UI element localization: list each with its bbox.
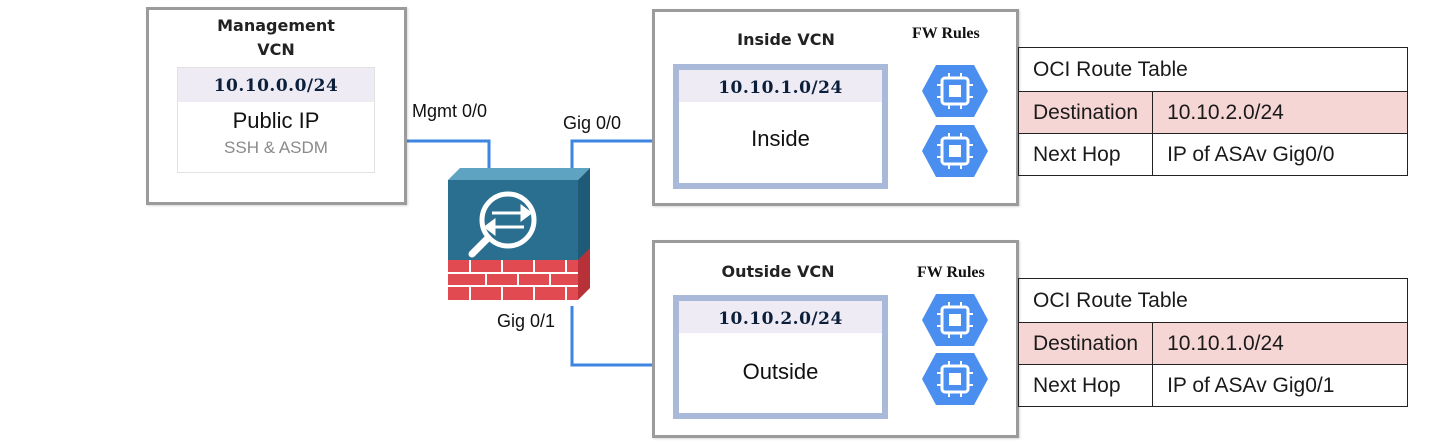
mgmt-link: [372, 139, 491, 170]
outside-link: [570, 306, 686, 367]
management-access-label: SSH & ASDM: [224, 138, 328, 157]
outside-subnet: 10.10.2.0/24 Outside: [673, 295, 888, 419]
inside-route-destination-value: 10.10.2.0/24: [1152, 91, 1408, 134]
inside-route-table-title: OCI Route Table: [1018, 47, 1408, 92]
outside-route-table-title: OCI Route Table: [1018, 278, 1408, 323]
inside-route-table: OCI Route Table Destination 10.10.2.0/24…: [1017, 47, 1408, 176]
inside-port-label: Gig 0/0: [563, 113, 622, 133]
outside-route-table: OCI Route Table Destination 10.10.1.0/24…: [1017, 278, 1408, 407]
outside-subnet-band: [679, 301, 882, 333]
management-subnet-band: [178, 68, 374, 102]
inside-fw-rules-label: FW Rules: [912, 25, 980, 42]
outside-route-nexthop-value: IP of ASAv Gig0/1: [1152, 364, 1408, 407]
inside-route-destination-key: Destination: [1017, 91, 1154, 134]
inside-link: [570, 139, 686, 170]
outside-route-table-header-row: OCI Route Table: [1018, 278, 1408, 323]
outside-compute-instance-icon-1: [922, 294, 988, 346]
management-vcn-title-line2: VCN: [257, 40, 295, 59]
outside-vcn-title: Outside VCN: [721, 262, 835, 281]
outside-route-destination-value: 10.10.1.0/24: [1152, 322, 1408, 365]
management-subnet: 10.10.0.0/24 Public IP SSH & ASDM: [177, 67, 375, 173]
inside-route-nexthop-key: Next Hop: [1017, 133, 1154, 176]
management-vcn-title: Management VCN: [196, 14, 356, 62]
inside-subnet-band: [679, 70, 882, 102]
inside-route-table-row: Next Hop IP of ASAv Gig0/0: [1017, 133, 1408, 176]
mgmt-port-label: Mgmt 0/0: [412, 101, 488, 121]
inside-subnet: 10.10.1.0/24 Inside: [673, 64, 888, 189]
inside-cidr: 10.10.1.0/24: [718, 78, 843, 98]
outside-route-destination-key: Destination: [1017, 322, 1154, 365]
inside-route-table-header-row: OCI Route Table: [1018, 47, 1408, 92]
management-vcn-title-line1: Management: [217, 16, 335, 35]
outside-subnet-label: Outside: [742, 359, 819, 384]
management-public-ip-label: Public IP: [232, 108, 320, 133]
inside-route-table-row: Destination 10.10.2.0/24: [1017, 91, 1408, 134]
outside-route-table-row: Destination 10.10.1.0/24: [1017, 322, 1408, 365]
outside-fw-rules-label: FW Rules: [917, 264, 985, 281]
inside-subnet-label: Inside: [751, 126, 810, 151]
inside-compute-instance-icon-1: [922, 65, 988, 117]
inside-route-nexthop-value: IP of ASAv Gig0/0: [1152, 133, 1408, 176]
cisco-asa-firewall-icon: [448, 168, 590, 300]
outside-port-label: Gig 0/1: [497, 311, 556, 331]
management-cidr: 10.10.0.0/24: [213, 76, 339, 96]
inside-compute-instance-icon-2: [922, 125, 988, 177]
outside-route-table-row: Next Hop IP of ASAv Gig0/1: [1017, 364, 1408, 407]
outside-compute-instance-icon-2: [922, 353, 988, 405]
inside-vcn-title: Inside VCN: [737, 30, 835, 49]
outside-route-nexthop-key: Next Hop: [1017, 364, 1154, 407]
outside-cidr: 10.10.2.0/24: [718, 309, 843, 329]
